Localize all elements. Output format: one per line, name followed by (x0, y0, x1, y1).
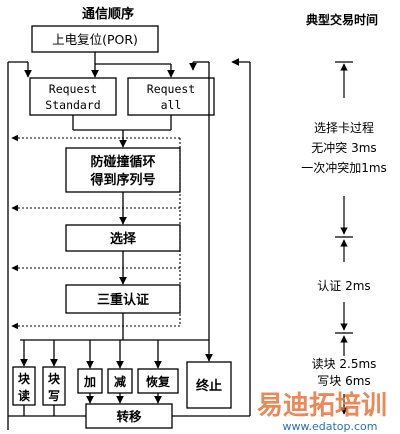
restore-label: 恢复 (146, 374, 171, 389)
por-label: 上电复位(POR) (52, 32, 138, 47)
decrement-box (107, 368, 133, 394)
transfer-label: 转移 (116, 409, 142, 424)
anticollision-line2: 得到序列号 (89, 172, 155, 188)
watermark-logo: 易迪拓培训 (257, 391, 387, 421)
read-block-line2: 读 (18, 388, 30, 403)
watermark-url: www.edatop.com (283, 420, 378, 433)
timing-one-collision: 一次冲突加1ms (301, 160, 387, 175)
request-all-line1: Request (147, 82, 195, 96)
request-standard-line1: Request (49, 82, 97, 96)
timing-markers (335, 61, 353, 415)
por-box (31, 25, 159, 53)
timing-read: 读块 2.5ms (312, 357, 377, 371)
request-standard-line2: Standard (45, 98, 100, 112)
timing-write: 写块 6ms (317, 374, 370, 388)
increment-label: 加 (83, 374, 96, 389)
request-all-line2: all (161, 98, 182, 112)
write-block-line2: 写 (48, 389, 60, 403)
timing-auth: 认证 2ms (317, 279, 370, 293)
request-standard-box (29, 77, 117, 116)
transfer-box (85, 403, 173, 429)
select-label: 选择 (110, 231, 137, 247)
increment-box (77, 368, 103, 394)
timing-select-title: 选择卡过程 (314, 120, 374, 135)
decrement-label: 减 (114, 374, 126, 389)
dotted-connectors (11, 134, 181, 330)
anticollision-line1: 防碰撞循环 (90, 154, 155, 170)
halt-box (186, 361, 232, 409)
timing-no-collision: 无冲突 3ms (311, 140, 376, 155)
write-block-line1: 块 (48, 371, 61, 386)
read-block-line1: 块 (18, 371, 31, 386)
authentication-label: 三重认证 (97, 292, 149, 308)
authentication-box (65, 284, 181, 314)
right-header: 典型交易时间 (306, 12, 378, 27)
halt-label: 终止 (196, 378, 222, 394)
left-header: 通信顺序 (82, 6, 134, 22)
flow-connectors (7, 52, 251, 430)
